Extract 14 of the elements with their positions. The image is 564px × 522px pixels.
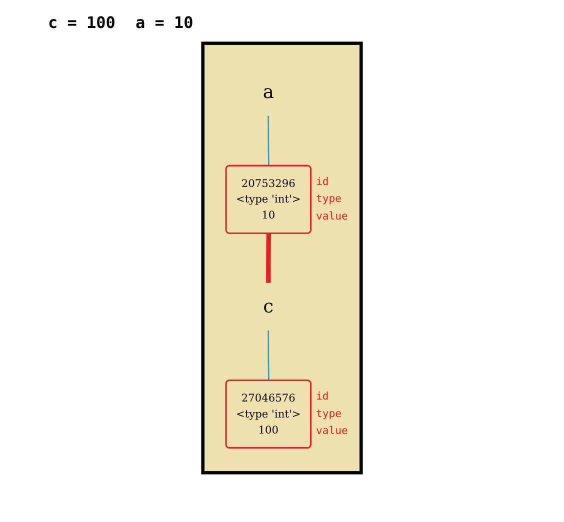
- field-label: id: [316, 390, 329, 403]
- field-label: value: [316, 210, 348, 222]
- node-text: c: [263, 295, 274, 318]
- field-label: type: [316, 408, 342, 420]
- connector: [268, 116, 270, 166]
- connector: [268, 330, 270, 381]
- cluster: [201, 42, 363, 474]
- field-label: value: [316, 425, 348, 438]
- connector: [266, 233, 272, 283]
- field-label: type: [316, 193, 342, 206]
- node-text: a: [262, 80, 274, 103]
- code-line: a = 10: [135, 12, 194, 34]
- code-line: c = 100: [48, 12, 116, 34]
- field-label: id: [316, 176, 329, 188]
